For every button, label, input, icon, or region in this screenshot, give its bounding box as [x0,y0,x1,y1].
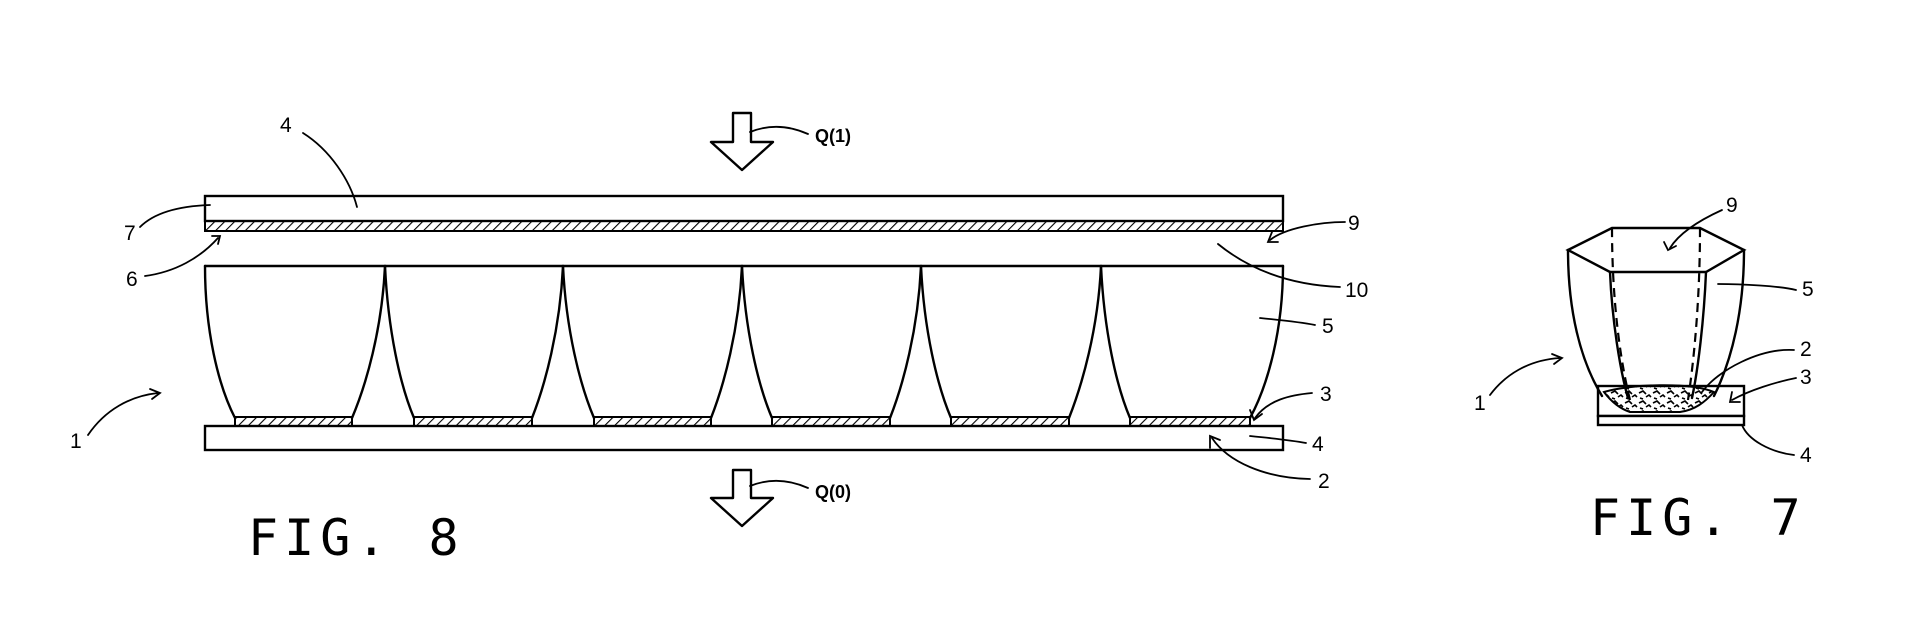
fig7-ref-4: 4 [1800,444,1812,467]
q0-label: Q(0) [815,482,851,502]
fig7-reference-numerals: 9 5 2 3 1 4 [1474,194,1814,467]
fig8-caption: FIG. 8 [248,509,465,567]
fig7: 9 5 2 3 1 4 FIG. 7 [1474,194,1814,547]
fig7-ref-9: 9 [1726,194,1738,217]
fig7-ref-2: 2 [1800,338,1812,361]
ref-1: 1 [70,430,82,453]
ref-4-bottom: 4 [1312,433,1324,456]
ref-6: 6 [126,268,138,291]
thermoelectric-pads [234,416,1251,427]
heat-flow-out-arrow: Q(0) [709,468,851,528]
ref-3: 3 [1320,383,1332,406]
ref-4-top: 4 [280,114,292,137]
fig7-cup [1565,226,1747,413]
fig7-substrate [1596,414,1746,427]
fig7-ref-1: 1 [1474,392,1486,415]
ref-7: 7 [124,222,136,245]
fig8-reference-numerals: 4 7 6 9 10 5 3 4 2 1 [70,114,1368,493]
top-substrate [203,194,1285,223]
bottom-substrate [203,424,1285,452]
top-electrode-layer [204,220,1284,232]
cup-array [203,264,1285,420]
ref-10: 10 [1345,279,1368,302]
heat-flow-in-arrow: Q(1) [709,111,851,172]
fig7-ref-5: 5 [1802,278,1814,301]
q1-label: Q(1) [815,126,851,146]
fig7-ref-3: 3 [1800,366,1812,389]
ref-9: 9 [1348,212,1360,235]
fig7-caption: FIG. 7 [1590,489,1807,547]
ref-5: 5 [1322,315,1334,338]
fig8: Q(1) [70,111,1368,567]
ref-2: 2 [1318,470,1330,493]
